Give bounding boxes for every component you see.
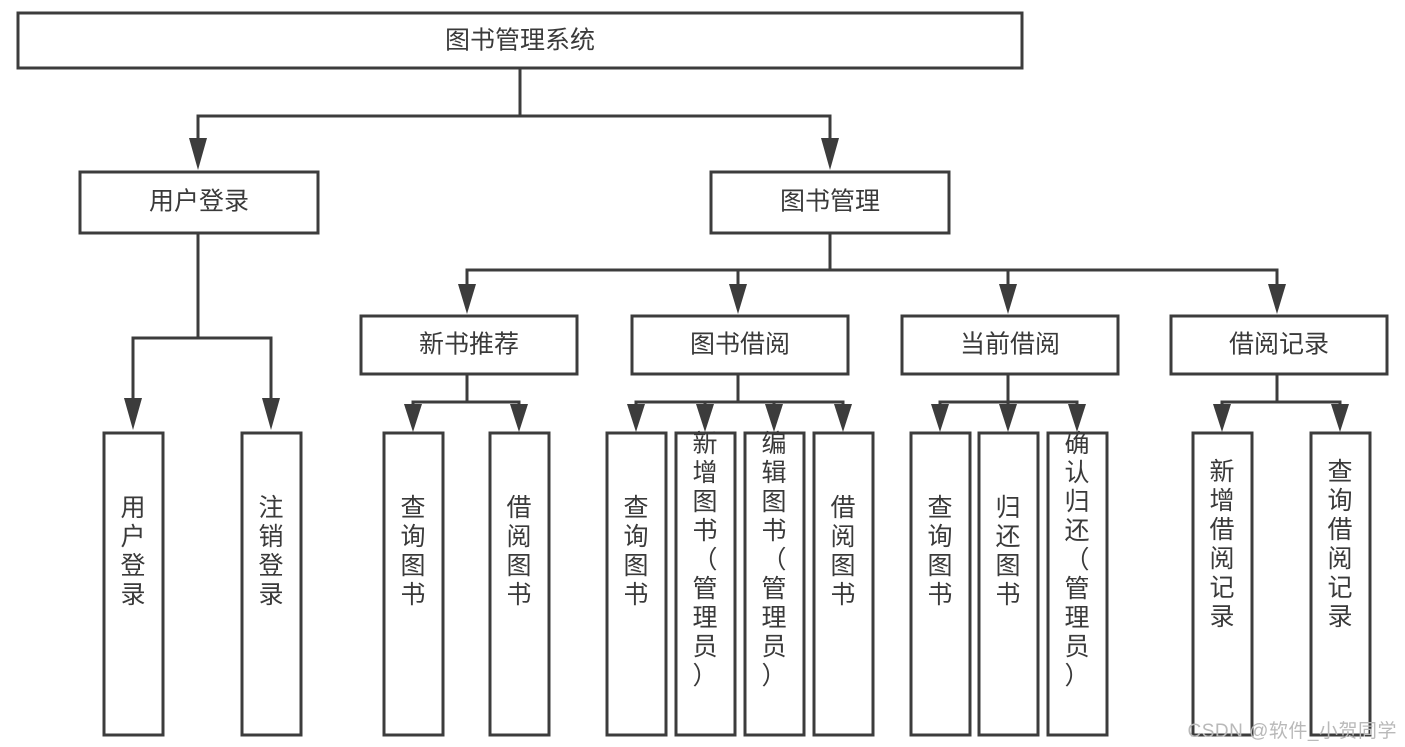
node-borrow-record-box[interactable] [1169, 314, 1389, 376]
node-leaf-return-book-box[interactable] [977, 431, 1040, 737]
arrow-head-book-borrow [729, 284, 747, 314]
node-leaf-query-book-1-label: 查询图书 [400, 494, 425, 609]
node-leaf-query-book-3[interactable]: 查询图书 [909, 431, 972, 737]
node-leaf-user-logout-label: 注销登录 [258, 494, 283, 609]
node-leaf-add-book-box[interactable] [674, 431, 737, 737]
node-leaf-borrow-book-1-label: 借阅图书 [506, 494, 531, 609]
arrow-head-leaf-borrow-book-2 [834, 404, 852, 432]
node-leaf-add-book[interactable]: 新增图书（管理员） [674, 430, 737, 737]
node-leaf-query-book-3-label: 查询图书 [927, 494, 952, 609]
arrow-head-leaf-add-book [696, 404, 714, 432]
node-leaf-edit-book[interactable]: 编辑图书（管理员） [743, 430, 806, 737]
arrow-head-current-borrow [999, 284, 1017, 314]
node-leaf-query-book-2-label: 查询图书 [623, 494, 648, 609]
node-leaf-user-logout-box[interactable] [240, 431, 303, 737]
node-leaf-borrow-book-2-label: 借阅图书 [830, 494, 855, 609]
arrow-head-book-manage [821, 138, 839, 170]
node-leaf-borrow-book-1-box[interactable] [488, 431, 551, 737]
arrow-head-new-book-recommend [458, 284, 476, 314]
node-leaf-query-book-1[interactable]: 查询图书 [382, 431, 445, 737]
node-book-borrow-box[interactable] [630, 314, 850, 376]
node-book-manage-box[interactable] [709, 170, 951, 235]
arrow-head-borrow-record [1268, 284, 1286, 314]
node-current-borrow[interactable]: 当前借阅 [900, 314, 1120, 376]
node-leaf-borrow-book-2[interactable]: 借阅图书 [812, 431, 875, 737]
node-leaf-query-record[interactable]: 查询借阅记录 [1309, 431, 1372, 737]
node-leaf-edit-book-label: 编辑图书（管理员） [761, 430, 786, 690]
arrow-head-leaf-query-record [1331, 404, 1349, 432]
node-leaf-query-record-box[interactable] [1309, 431, 1372, 737]
node-root-box[interactable] [16, 11, 1024, 70]
node-user-login-box[interactable] [78, 170, 320, 235]
node-leaf-user-login[interactable]: 用户登录 [102, 431, 165, 737]
node-leaf-query-book-3-box[interactable] [909, 431, 972, 737]
arrow-head-leaf-query-book-3 [931, 404, 949, 432]
node-leaf-return-book-label: 归还图书 [995, 494, 1020, 609]
node-book-borrow-label: 图书借阅 [690, 331, 790, 359]
node-current-borrow-box[interactable] [900, 314, 1120, 376]
csdn-watermark: CSDN @软件_小贺同学 [1187, 721, 1397, 742]
arrow-head-user-login [189, 138, 207, 170]
node-book-manage-label: 图书管理 [780, 188, 880, 216]
node-leaf-add-record[interactable]: 新增借阅记录 [1191, 431, 1254, 737]
arrow-head-leaf-add-record [1213, 404, 1231, 432]
node-leaf-edit-book-box[interactable] [743, 431, 806, 737]
node-user-login[interactable]: 用户登录 [78, 170, 320, 235]
node-new-book-recommend-box[interactable] [359, 314, 579, 376]
arrow-head-leaf-user-login [124, 398, 142, 430]
node-new-book-recommend-label: 新书推荐 [419, 331, 519, 359]
node-leaf-borrow-book-2-box[interactable] [812, 431, 875, 737]
node-leaf-user-login-box[interactable] [102, 431, 165, 737]
node-leaf-query-record-label: 查询借阅记录 [1327, 458, 1352, 631]
arrow-head-leaf-query-book-1 [404, 404, 422, 432]
node-leaf-borrow-book-1[interactable]: 借阅图书 [488, 431, 551, 737]
node-new-book-recommend[interactable]: 新书推荐 [359, 314, 579, 376]
node-leaf-confirm-return[interactable]: 确认归还（管理员） [1046, 430, 1109, 737]
arrow-head-leaf-borrow-book-1 [510, 404, 528, 432]
node-current-borrow-label: 当前借阅 [960, 331, 1060, 359]
arrow-head-leaf-edit-book [765, 404, 783, 432]
arrow-head-leaf-confirm-return [1068, 404, 1086, 432]
node-leaf-add-record-box[interactable] [1191, 431, 1254, 737]
node-user-login-label: 用户登录 [149, 188, 249, 216]
node-leaf-user-login-label: 用户登录 [120, 494, 145, 609]
node-leaf-query-book-2-box[interactable] [605, 431, 668, 737]
node-borrow-record[interactable]: 借阅记录 [1169, 314, 1389, 376]
arrow-head-leaf-user-logout [262, 398, 280, 430]
arrow-head-leaf-return-book [999, 404, 1017, 432]
node-root-label: 图书管理系统 [445, 27, 595, 55]
connector-layer [124, 66, 1349, 432]
node-root[interactable]: 图书管理系统 [16, 11, 1024, 70]
node-borrow-record-label: 借阅记录 [1229, 331, 1329, 359]
node-book-borrow[interactable]: 图书借阅 [630, 314, 850, 376]
node-leaf-return-book[interactable]: 归还图书 [977, 431, 1040, 737]
node-book-manage[interactable]: 图书管理 [709, 170, 951, 235]
node-leaf-query-book-2[interactable]: 查询图书 [605, 431, 668, 737]
arrow-head-leaf-query-book-2 [627, 404, 645, 432]
node-leaf-query-book-1-box[interactable] [382, 431, 445, 737]
node-leaf-add-record-label: 新增借阅记录 [1209, 458, 1234, 631]
node-leaf-confirm-return-box[interactable] [1046, 431, 1109, 737]
node-leaf-confirm-return-label: 确认归还（管理员） [1064, 430, 1089, 690]
node-leaf-add-book-label: 新增图书（管理员） [692, 430, 717, 690]
node-leaf-user-logout[interactable]: 注销登录 [240, 431, 303, 737]
